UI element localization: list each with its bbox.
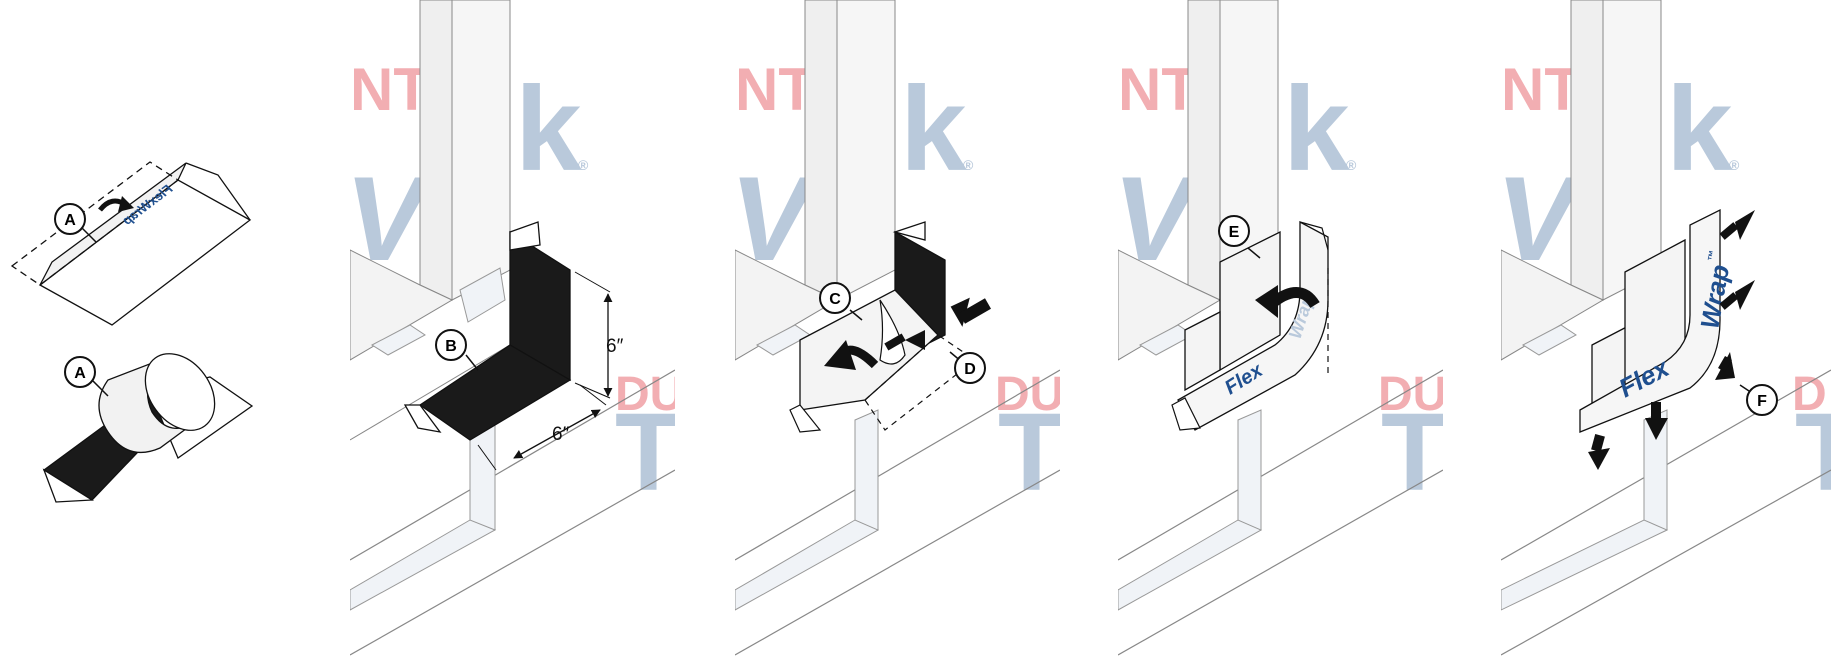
callout-a-bottom: A xyxy=(65,357,108,396)
tape-strip-top: FlexWrap xyxy=(12,162,250,325)
svg-text:k: k xyxy=(515,62,582,196)
callout-d: D xyxy=(950,352,985,383)
svg-text:NT: NT xyxy=(1118,56,1198,123)
svg-text:T: T xyxy=(615,391,682,514)
svg-text:k: k xyxy=(1283,62,1350,196)
svg-text:NT: NT xyxy=(350,56,430,123)
callout-a-top: A xyxy=(55,204,96,242)
panel-1-tape-prep: FlexWrap A A xyxy=(12,162,252,502)
svg-text:F: F xyxy=(1757,393,1767,410)
svg-text:®: ® xyxy=(578,157,589,173)
panel-5-stretch-and-seal: NT V k ® D T Flex Wrap ™ xyxy=(1486,0,1831,655)
svg-text:6″: 6″ xyxy=(552,424,570,445)
svg-text:k: k xyxy=(900,62,967,196)
panel-4-flexwrap-jamb: NT V k ® DUP T Flex Wrap xyxy=(1103,0,1480,655)
svg-text:T: T xyxy=(998,391,1065,514)
svg-text:A: A xyxy=(74,365,86,382)
svg-text:NT: NT xyxy=(735,56,815,123)
svg-text:NT: NT xyxy=(1501,56,1581,123)
svg-text:®: ® xyxy=(963,157,974,173)
svg-text:™: ™ xyxy=(1706,250,1720,263)
svg-text:A: A xyxy=(64,212,76,229)
callout-f: F xyxy=(1740,385,1777,415)
svg-text:k: k xyxy=(1666,62,1733,196)
svg-text:T: T xyxy=(1795,391,1831,514)
panel-2-corner-patch: NT V k ® DUP T xyxy=(335,0,717,672)
svg-text:®: ® xyxy=(1346,157,1357,173)
svg-text:®: ® xyxy=(1729,157,1740,173)
svg-text:T: T xyxy=(1381,391,1448,514)
panel-3-apply-patch: NT V k ® DUP T xyxy=(720,0,1097,655)
svg-text:E: E xyxy=(1229,224,1240,241)
svg-text:C: C xyxy=(829,291,841,308)
svg-text:D: D xyxy=(964,361,976,378)
svg-text:B: B xyxy=(445,338,457,355)
svg-text:6″: 6″ xyxy=(606,336,624,357)
